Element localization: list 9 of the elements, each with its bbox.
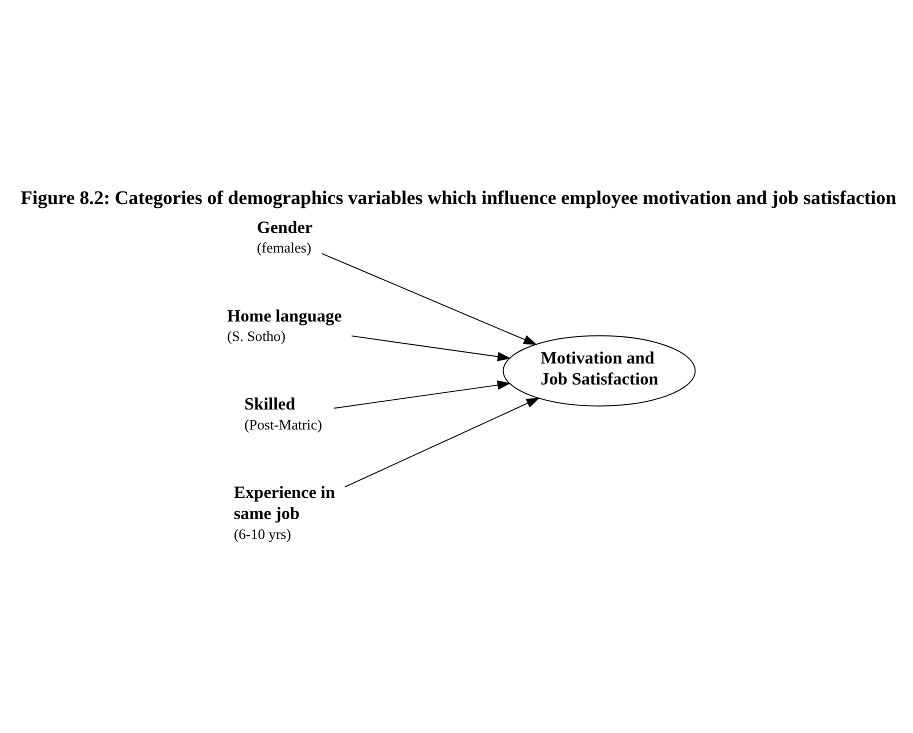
node-text: Skilled (Post-Matric) [244,394,322,433]
arrow [351,334,512,361]
arrow [333,380,511,408]
diagram-title: Figure 8.2: Categories of demographics variables which influence employee motivation and job satisfaction [20,188,896,209]
arrow [321,252,538,344]
arrow [344,397,540,487]
node-text: Gender (females) [256,217,313,256]
node-text: Home language (S. Sotho) [227,306,342,345]
node-text: Experience in same job (6-10 yrs) [234,482,336,543]
